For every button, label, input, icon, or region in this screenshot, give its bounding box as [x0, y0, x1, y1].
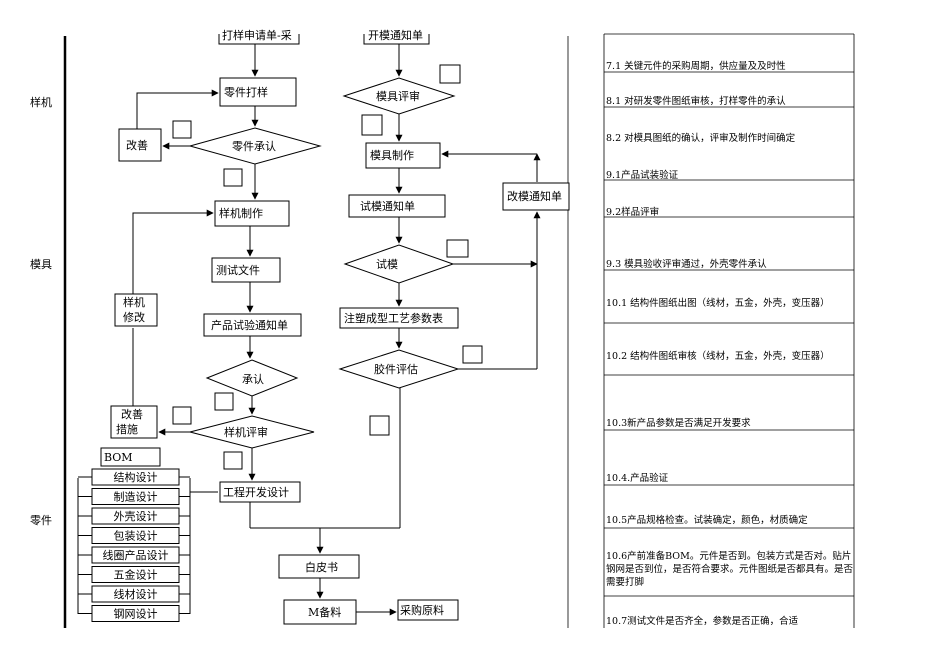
- bom-item-label: 线圈产品设计: [103, 548, 169, 562]
- node-parts-sampling: 零件打样: [219, 77, 297, 107]
- node-mold-change-notice: 改模通知单: [502, 182, 570, 211]
- bom-item-label: 钢网设计: [114, 608, 158, 621]
- svg-text:模具评审: 模具评审: [376, 89, 420, 103]
- check-box[interactable]: [369, 415, 390, 436]
- svg-text:测试文件: 测试文件: [216, 263, 260, 277]
- node-parts-approval: 零件承认: [188, 127, 322, 165]
- bom-item-label: 结构设计: [114, 470, 158, 484]
- check-box[interactable]: [361, 114, 383, 136]
- phase-label-mold: 模具: [30, 258, 52, 271]
- svg-text:改善: 改善: [126, 138, 148, 152]
- check-box[interactable]: [172, 406, 192, 425]
- note-10-7: 10.7测试文件是否齐全，参数是否正确，合适: [606, 616, 799, 627]
- svg-text:BOM: BOM: [104, 451, 133, 464]
- node-trial-mold-notice: 试模通知单: [348, 194, 446, 218]
- bom-item: 线圈产品设计: [78, 546, 190, 564]
- svg-text:试模通知单: 试模通知单: [360, 199, 415, 213]
- note-10-2: 10.2 结构件图纸审核（线材，五金，外壳，变压器）: [606, 351, 830, 362]
- svg-text:白皮书: 白皮书: [305, 560, 338, 574]
- bom-item-label: 线材设计: [114, 587, 158, 601]
- check-box[interactable]: [223, 168, 243, 187]
- svg-text:样机制作: 样机制作: [219, 206, 263, 220]
- bom-item: 五金设计: [78, 566, 190, 583]
- bom-item-label: 外壳设计: [114, 509, 158, 523]
- svg-text:修改: 修改: [123, 310, 145, 324]
- note-8-1: 8.1 对研发零件图纸审核，打样零件的承认: [606, 96, 786, 107]
- note-10-1: 10.1 结构件图纸出图（线材，五金，外壳，变压器）: [606, 298, 830, 309]
- node-product-trial-notice: 产品试验通知单: [203, 313, 302, 337]
- svg-text:模具制作: 模具制作: [370, 149, 414, 162]
- node-test-doc: 测试文件: [211, 257, 281, 283]
- svg-text:开模通知单: 开模通知单: [368, 28, 423, 42]
- svg-text:工程开发设计: 工程开发设计: [223, 485, 289, 499]
- check-box[interactable]: [223, 451, 243, 470]
- phase-label-sample: 样机: [30, 95, 52, 109]
- node-engineering-dev-design: 工程开发设计: [219, 481, 301, 503]
- svg-text:注塑成型工艺参数表: 注塑成型工艺参数表: [344, 311, 443, 325]
- check-box[interactable]: [439, 64, 461, 84]
- note-9-2: 9.2样品评审: [606, 207, 660, 218]
- node-mold-making: 模具制作: [365, 142, 441, 169]
- node-white-paper: 白皮书: [278, 554, 360, 579]
- node-mold-review: 模具评审: [342, 77, 456, 115]
- note-8-2: 8.2 对模具图纸的确认，评审及制作时间确定: [606, 133, 796, 144]
- check-boxes: [172, 64, 483, 470]
- svg-text:采购原料: 采购原料: [400, 603, 444, 617]
- check-box[interactable]: [214, 392, 234, 411]
- node-prototype-review: 样机评审: [189, 415, 315, 449]
- bom-item: 线材设计: [78, 585, 190, 603]
- check-box[interactable]: [172, 120, 192, 139]
- node-plastic-eval: 胶件评估: [338, 349, 460, 389]
- svg-text:零件打样: 零件打样: [224, 85, 268, 99]
- note-9-3: 9.3 模具验收评审通过，外壳零件承认: [606, 259, 767, 270]
- check-box[interactable]: [446, 239, 469, 258]
- node-prototype-making: 样机制作: [214, 200, 290, 227]
- note-10-4: 10.4.产品验证: [606, 473, 669, 484]
- svg-text:措施: 措施: [116, 422, 138, 436]
- node-improve-measures: 改善 措施: [110, 405, 158, 439]
- svg-text:试模: 试模: [376, 258, 398, 271]
- svg-text:样机: 样机: [123, 295, 145, 309]
- note-10-5: 10.5产品规格检查。试装确定，颜色，材质确定: [606, 515, 808, 526]
- node-purchase-material: 采购原料: [397, 599, 459, 621]
- node-injection-params: 注塑成型工艺参数表: [339, 307, 459, 329]
- note-10-3: 10.3新产品参数是否满足开发要求: [606, 418, 751, 429]
- svg-text:零件承认: 零件承认: [232, 140, 276, 153]
- bom-item: 外壳设计: [78, 507, 190, 525]
- svg-text:产品试验通知单: 产品试验通知单: [211, 318, 288, 332]
- bom-item: 钢网设计: [78, 605, 190, 622]
- node-approval: 承认: [205, 359, 299, 397]
- node-improve: 改善: [118, 128, 162, 162]
- svg-text:改模通知单: 改模通知单: [507, 189, 562, 203]
- bom-item-label: 五金设计: [114, 568, 158, 582]
- bom-item-label: 制造设计: [114, 490, 158, 504]
- bom-item: 结构设计: [78, 468, 190, 486]
- phase-label-parts: 零件: [30, 514, 52, 527]
- svg-text:样机评审: 样机评审: [224, 425, 268, 439]
- node-prototype-modify: 样机 修改: [114, 293, 158, 327]
- svg-text:M备料: M备料: [308, 605, 341, 619]
- bom-item-label: 包装设计: [114, 530, 158, 543]
- note-10-6: 10.6产前准备BOM。元件是否到。包装方式是否对。贴片钢网是否到位，是否符合要…: [606, 551, 854, 588]
- svg-text:打样申请单-采: 打样申请单-采: [222, 28, 292, 42]
- node-m-stock: M备料: [283, 599, 357, 625]
- node-trial-mold: 试模: [343, 244, 455, 284]
- bom-item: 制造设计: [78, 488, 190, 505]
- check-box[interactable]: [462, 345, 483, 364]
- node-sample-request: 打样申请单-采: [218, 28, 300, 45]
- note-9-1: 9.1产品试装验证: [606, 170, 679, 181]
- svg-text:承认: 承认: [242, 373, 264, 386]
- notes-table-lines: [603, 33, 855, 628]
- node-mold-notice: 开模通知单: [363, 28, 430, 45]
- svg-text:胶件评估: 胶件评估: [374, 362, 418, 376]
- bom-item: 包装设计: [78, 527, 190, 544]
- note-7-1: 7.1 关键元件的采购周期，供应量及及时性: [606, 61, 786, 72]
- svg-text:改善: 改善: [121, 407, 143, 421]
